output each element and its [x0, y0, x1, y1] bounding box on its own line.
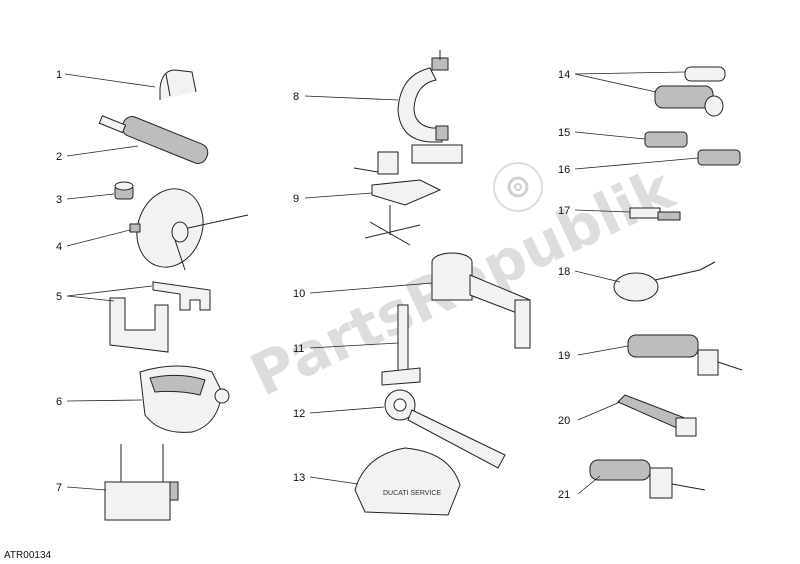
part-20-drift: [617, 394, 697, 437]
callout-9: 9: [293, 193, 299, 205]
part-21-drift: [589, 459, 706, 499]
callout-13: 13: [293, 472, 305, 484]
part-19-drift: [627, 334, 743, 376]
callout-1: 1: [56, 69, 62, 81]
callout-14: 14: [558, 69, 570, 81]
callout-20: 20: [558, 415, 570, 427]
part-8-c-clamp: [397, 50, 463, 164]
callout-5: 5: [56, 291, 62, 303]
part-12-spanner: [384, 389, 506, 469]
callout-18: 18: [558, 266, 570, 278]
callout-3: 3: [56, 194, 62, 206]
part-17-pin: [629, 207, 681, 221]
callout-19: 19: [558, 350, 570, 362]
part-3-nut: [114, 181, 134, 200]
callout-21: 21: [558, 489, 570, 501]
callout-12: 12: [293, 408, 305, 420]
callout-8: 8: [293, 91, 299, 103]
part-9-support-stand: [353, 151, 442, 246]
callout-11: 11: [293, 343, 304, 355]
part-5-plates: [109, 281, 211, 353]
callout-17: 17: [558, 205, 570, 217]
callout-15: 15: [558, 127, 570, 139]
callouts: 1 2 3 4 5 6 7 8 9 10 11 12 13 14 15 16: [56, 69, 699, 501]
callout-10: 10: [293, 288, 305, 300]
part-10-holder-clamp: [431, 252, 531, 349]
callout-7: 7: [56, 482, 62, 494]
cover-text: DUCATI SERVICE: [383, 490, 441, 497]
part-13-cover: DUCATI SERVICE: [354, 447, 461, 516]
part-6-gauge-housing: [139, 365, 230, 433]
part-11-rod: [381, 304, 421, 386]
callout-2: 2: [56, 151, 62, 163]
part-16-bushing: [697, 149, 741, 166]
part-14-sleeves: [654, 66, 726, 117]
part-7-pin-fixture: [104, 444, 179, 521]
callout-4: 4: [56, 241, 62, 253]
part-15-bushing: [644, 131, 688, 148]
part-2-punch: [98, 115, 209, 164]
part-1-hook-wrench: [159, 69, 197, 100]
callout-16: 16: [558, 164, 570, 176]
callout-6: 6: [56, 396, 62, 408]
drawing-code: ATR00134: [4, 550, 52, 561]
part-4-degree-wheel: [129, 188, 249, 271]
gear-watermark-icon: [493, 162, 543, 212]
part-18-strap-wrench: [613, 261, 716, 302]
